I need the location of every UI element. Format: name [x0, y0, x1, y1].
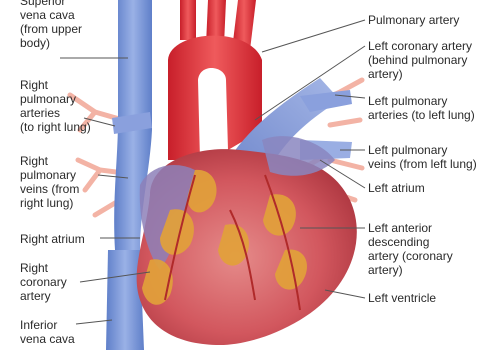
label-left-coronary-artery: Left coronary artery (behind pulmonary a… — [368, 39, 472, 81]
label-right-atrium: Right atrium — [20, 232, 85, 246]
label-left-atrium: Left atrium — [368, 181, 425, 195]
aortic-branch-1 — [180, 0, 196, 40]
label-right-pulmonary-veins: Right pulmonary veins (from right lung) — [20, 154, 79, 210]
label-right-coronary-artery: Right coronary artery — [20, 261, 67, 303]
label-left-ventricle: Left ventricle — [368, 291, 436, 305]
label-left-pulmonary-arteries: Left pulmonary arteries (to left lung) — [368, 94, 475, 122]
label-left-anterior-descending: Left anterior descending artery (coronar… — [368, 221, 453, 277]
label-superior-vena-cava: Superior vena cava (from upper body) — [20, 0, 82, 50]
label-right-pulmonary-arteries: Right pulmonary arteries (to right lung) — [20, 78, 91, 134]
label-left-pulmonary-veins: Left pulmonary veins (from left lung) — [368, 143, 477, 171]
label-inferior-vena-cava: Inferior vena cava — [20, 318, 75, 346]
label-pulmonary-artery: Pulmonary artery — [368, 13, 459, 27]
